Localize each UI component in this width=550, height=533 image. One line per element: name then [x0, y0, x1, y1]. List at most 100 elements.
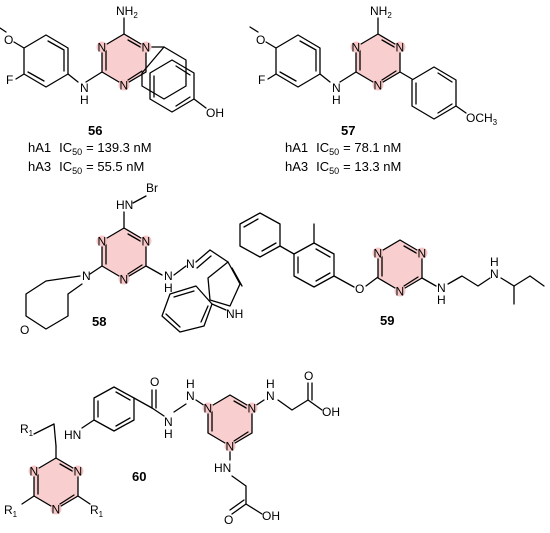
morpholine-n-58: N — [82, 269, 91, 283]
ring-n-bg — [72, 465, 84, 477]
ring-n-bg — [202, 402, 214, 414]
ring-n-bg — [394, 41, 406, 53]
ring-n-atom: N — [418, 247, 427, 261]
phenyl-left-57 — [275, 34, 321, 88]
ring-n-bg — [350, 41, 362, 53]
nh2-label-57: NH2 — [370, 4, 392, 20]
triazine-highlight-60-top — [208, 395, 252, 446]
morpholine-o-58: O — [20, 323, 29, 337]
oh1-label-60: OH — [322, 405, 340, 419]
ring-n-atom: N — [30, 465, 39, 479]
triazine-highlight-59 — [378, 240, 422, 291]
hydrazine-h-58: H — [164, 281, 173, 295]
ring-n-atom: N — [98, 235, 107, 249]
phenylene-ring-60 — [93, 386, 135, 432]
ring-n-bg — [372, 79, 384, 91]
indole-pyrrole-58 — [207, 261, 241, 307]
oh2-label-60: OH — [262, 509, 280, 523]
compound-56-aryl: OH — [149, 59, 224, 120]
o-top-label-60: O — [150, 375, 159, 389]
triazine-highlight-57 — [356, 34, 400, 85]
r1-top-label-60: R1 — [20, 422, 34, 438]
ethylene-linker-59 — [447, 275, 491, 287]
glycine-right-60 — [277, 399, 323, 411]
triazine-highlight-60-bottom — [34, 458, 78, 509]
ring-n-atom: N — [120, 79, 129, 93]
ring-n-bg — [372, 247, 384, 259]
hydrazine-n-58: N — [164, 269, 173, 283]
ring-n-atom: N — [374, 79, 383, 93]
nh-c-h-label-60: H — [266, 377, 275, 391]
nh-h-label-57: H — [332, 93, 341, 107]
methoxy-o-56: O — [4, 33, 13, 47]
nh-a-h-label-60: H — [164, 427, 173, 441]
ring-n-bg — [28, 465, 40, 477]
imine-n-58: N — [186, 257, 195, 271]
ring-n-atom: N — [98, 41, 107, 55]
ring-n-bg — [224, 440, 236, 452]
nh-label-57: N — [332, 81, 341, 95]
br-label-58: Br — [146, 181, 158, 195]
methoxy-o-57: O — [256, 33, 265, 47]
ring-n-atom: N — [142, 235, 151, 249]
nh2-h-label-59: H — [490, 255, 499, 269]
ring-n-atom: N — [352, 41, 361, 55]
ring-n-bg — [50, 503, 62, 515]
compound-id-56: 56 — [88, 123, 102, 138]
nh-h-label-56: H — [80, 93, 89, 107]
ring-n-labels-56 — [119, 28, 129, 38]
ring-n-atom: N — [120, 273, 129, 287]
compound-60: N H O OH HN O OH N H N H O HN — [4, 369, 340, 527]
fluoro-f-56: F — [6, 73, 13, 87]
o1-label-60: O — [304, 369, 313, 383]
ring-n-bg — [140, 235, 152, 247]
ring-n-bg — [140, 41, 152, 53]
ether-o-59: O — [355, 282, 364, 296]
och3-label-57: OCH3 — [466, 111, 498, 127]
compound-id-60: 60 — [132, 469, 146, 484]
phenyl-left-56 — [23, 34, 69, 88]
nh-label-56: N — [80, 81, 89, 95]
triazine-highlight-56 — [102, 34, 146, 85]
ring-n-atom: N — [74, 465, 83, 479]
r1-left-label-60: R1 — [4, 503, 18, 519]
nh1-label-59: N — [437, 281, 446, 295]
compound-id-58: 58 — [92, 314, 106, 329]
nh-b-h-label-60: H — [186, 377, 195, 391]
o2-label-60: O — [224, 513, 233, 527]
nh-b-label-60: N — [186, 389, 195, 403]
fluoro-f-57: F — [258, 73, 265, 87]
ring-n-atom: N — [142, 41, 151, 55]
phenol-hexagon-56 — [149, 59, 195, 113]
ring-n-bg — [394, 285, 406, 297]
glycine-bottom-60 — [231, 475, 263, 515]
nh1-h-label-59: H — [437, 293, 446, 307]
nh2-label-59: N — [490, 267, 499, 281]
hn-bottom-label-60: HN — [214, 461, 231, 475]
ring-n-bg — [416, 247, 428, 259]
ring-n-bg — [118, 79, 130, 91]
ring-n-atom: N — [248, 402, 257, 416]
nh-c-label-60: N — [266, 389, 275, 403]
phenyl-distal-59 — [239, 212, 281, 258]
hn-label-58: HN — [116, 198, 133, 212]
morpholine-bonds-58 — [25, 275, 83, 330]
compound-58: HN Br N O N H N NH — [20, 181, 243, 337]
phenyl-right-56 — [141, 46, 187, 100]
nh-a-label-60: N — [164, 415, 173, 429]
compound-id-59: 59 — [380, 313, 394, 328]
ring-n-atom: N — [396, 285, 405, 299]
ring-n-atom: N — [396, 41, 405, 55]
phenyl-proximal-59 — [293, 242, 335, 288]
r1-right-label-60: R1 — [90, 503, 104, 519]
anisole-ring-57 — [411, 66, 457, 120]
ring-n-atom: N — [52, 503, 61, 517]
indole-nh-58: NH — [226, 307, 243, 321]
nh2-label-56: NH2 — [116, 4, 138, 20]
